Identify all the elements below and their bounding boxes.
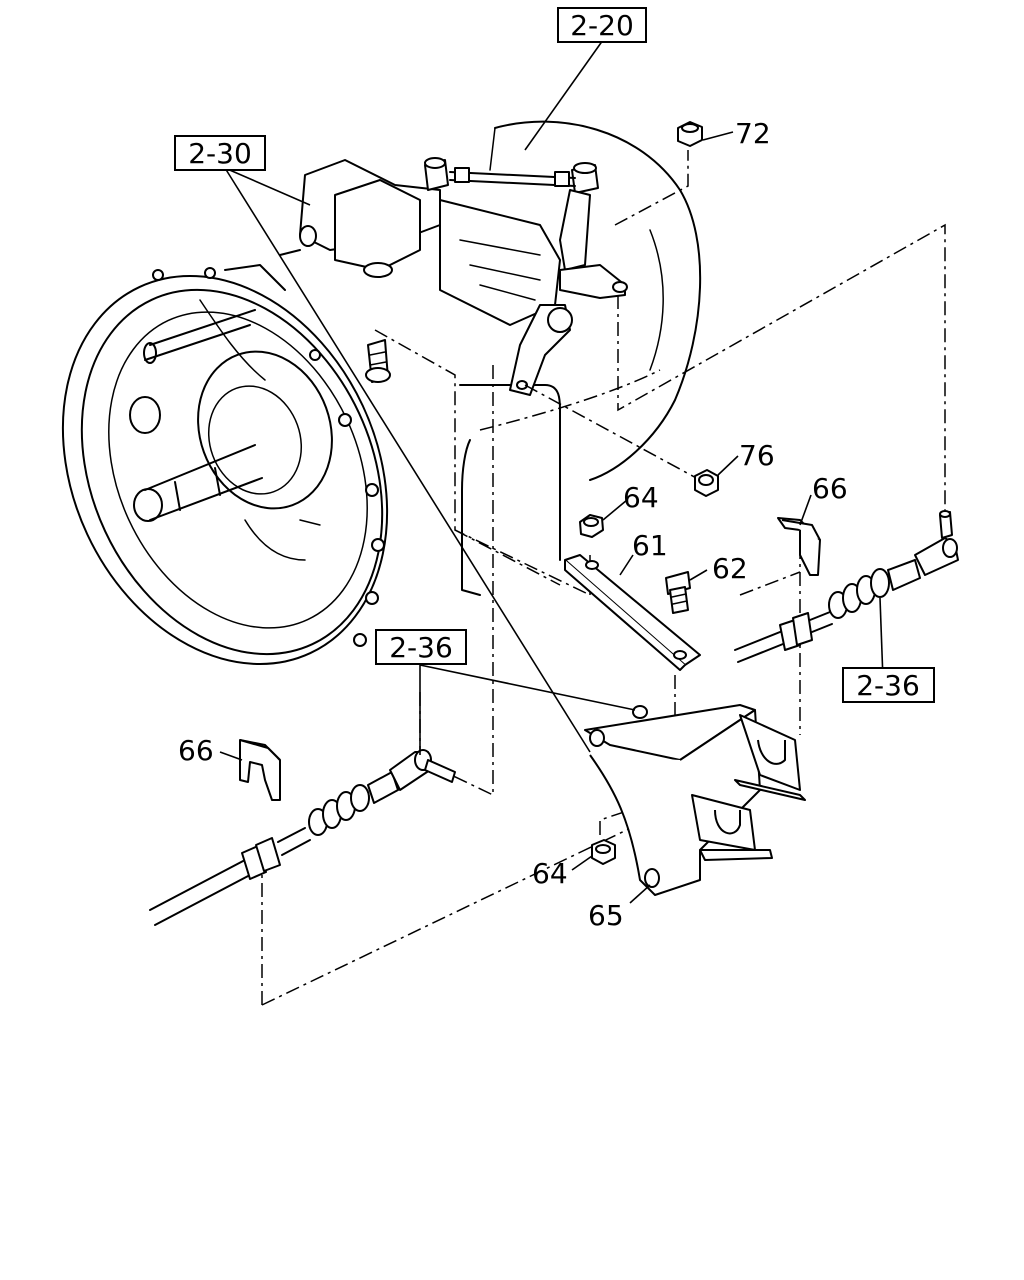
transmission-housing <box>279 120 702 596</box>
reference-2-20[interactable]: 2-20 <box>557 7 647 43</box>
nut-72 <box>677 121 703 147</box>
bell-housing <box>61 267 389 666</box>
reference-2-30[interactable]: 2-30 <box>174 135 266 171</box>
nut-64-top <box>579 514 604 538</box>
reference-2-36-left[interactable]: 2-36 <box>375 629 467 665</box>
callout-65: 65 <box>588 899 624 932</box>
reference-2-36-right[interactable]: 2-36 <box>842 667 935 703</box>
callout-66-left: 66 <box>178 734 214 767</box>
reference-2-36-right-label: 2-36 <box>856 669 920 702</box>
bracket-65 <box>584 704 806 896</box>
part-callouts: 72 76 64 61 62 66 66 64 65 <box>178 117 848 932</box>
callout-66-right: 66 <box>812 472 848 505</box>
input-shaft <box>133 264 333 561</box>
cable-left <box>149 749 456 926</box>
nut-76 <box>694 469 719 497</box>
reference-2-36-left-label: 2-36 <box>389 631 453 664</box>
clip-66-left <box>239 739 281 801</box>
callout-62: 62 <box>712 552 748 585</box>
callout-64-top: 64 <box>623 481 659 514</box>
reference-2-20-label: 2-20 <box>570 9 634 42</box>
bracket-61 <box>564 554 701 671</box>
bolt-62 <box>665 571 691 614</box>
callout-61: 61 <box>632 529 668 562</box>
callout-76: 76 <box>739 439 775 472</box>
shift-tower <box>299 157 628 396</box>
housing-bolt <box>365 339 391 383</box>
cable-right <box>734 510 959 663</box>
clip-66-right <box>777 517 821 576</box>
nut-64-bottom <box>591 839 616 865</box>
callout-72: 72 <box>735 117 771 150</box>
leader-lines <box>219 39 884 904</box>
callout-64-bottom: 64 <box>532 857 568 890</box>
reference-2-30-label: 2-30 <box>188 137 252 170</box>
